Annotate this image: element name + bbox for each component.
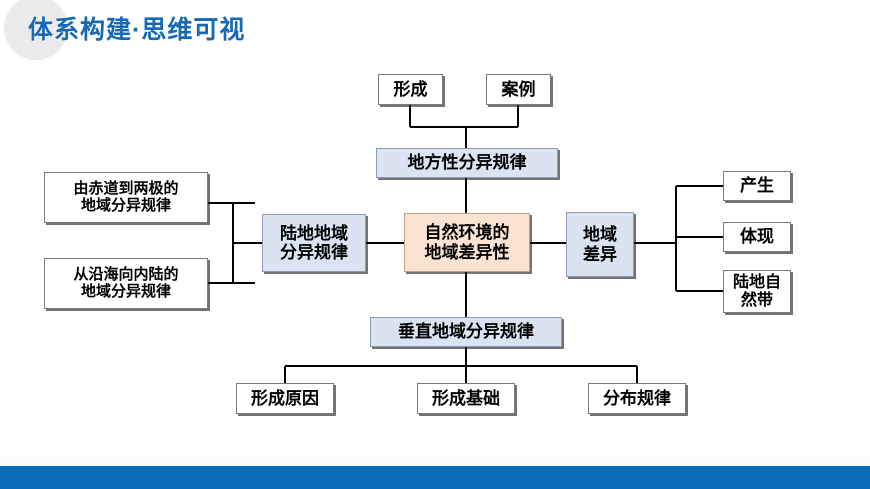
node-left-child-0[interactable]: 由赤道到两极的 地域分异规律 (44, 172, 208, 223)
node-label: 形成 (393, 79, 428, 99)
node-right-child-1[interactable]: 体现 (723, 222, 791, 252)
node-left-child-1[interactable]: 从沿海向内陆的 地域分异规律 (44, 258, 208, 309)
node-left-rule[interactable]: 陆地地域 分异规律 (262, 214, 366, 272)
node-bottom-child-0[interactable]: 形成原因 (236, 383, 334, 414)
node-bottom-child-2[interactable]: 分布规律 (588, 383, 686, 414)
node-top-child-0[interactable]: 形成 (378, 74, 443, 105)
header-decoration-circle (4, 0, 68, 60)
node-label: 产生 (740, 176, 774, 196)
node-label: 自然环境的 地域差异性 (424, 223, 510, 262)
node-bottom-child-1[interactable]: 形成基础 (417, 383, 515, 414)
node-right-rule[interactable]: 地域 差异 (566, 212, 634, 277)
node-label: 地方性分异规律 (407, 153, 527, 173)
node-label: 由赤道到两极的 地域分异规律 (73, 179, 179, 214)
node-label: 案例 (501, 79, 536, 99)
node-label: 陆地自 然带 (732, 273, 781, 309)
node-bottom-rule[interactable]: 垂直地域分异规律 (370, 317, 562, 347)
node-label: 形成基础 (432, 388, 500, 408)
node-label: 形成原因 (251, 388, 319, 408)
node-label: 从沿海向内陆的 地域分异规律 (73, 265, 179, 300)
node-label: 地域 差异 (583, 225, 617, 264)
node-label: 垂直地域分异规律 (398, 322, 534, 342)
node-top-rule[interactable]: 地方性分异规律 (376, 148, 558, 178)
node-label: 分布规律 (603, 388, 671, 408)
node-center-topic[interactable]: 自然环境的 地域差异性 (404, 213, 530, 272)
footer-bar (0, 466, 870, 489)
node-label: 体现 (740, 227, 774, 247)
page-title: 体系构建·思维可视 (28, 16, 246, 44)
node-right-child-0[interactable]: 产生 (723, 171, 791, 201)
node-top-child-1[interactable]: 案例 (486, 74, 551, 105)
node-right-child-2[interactable]: 陆地自 然带 (723, 270, 791, 313)
footer-gradient (0, 440, 870, 466)
node-label: 陆地地域 分异规律 (280, 223, 348, 262)
